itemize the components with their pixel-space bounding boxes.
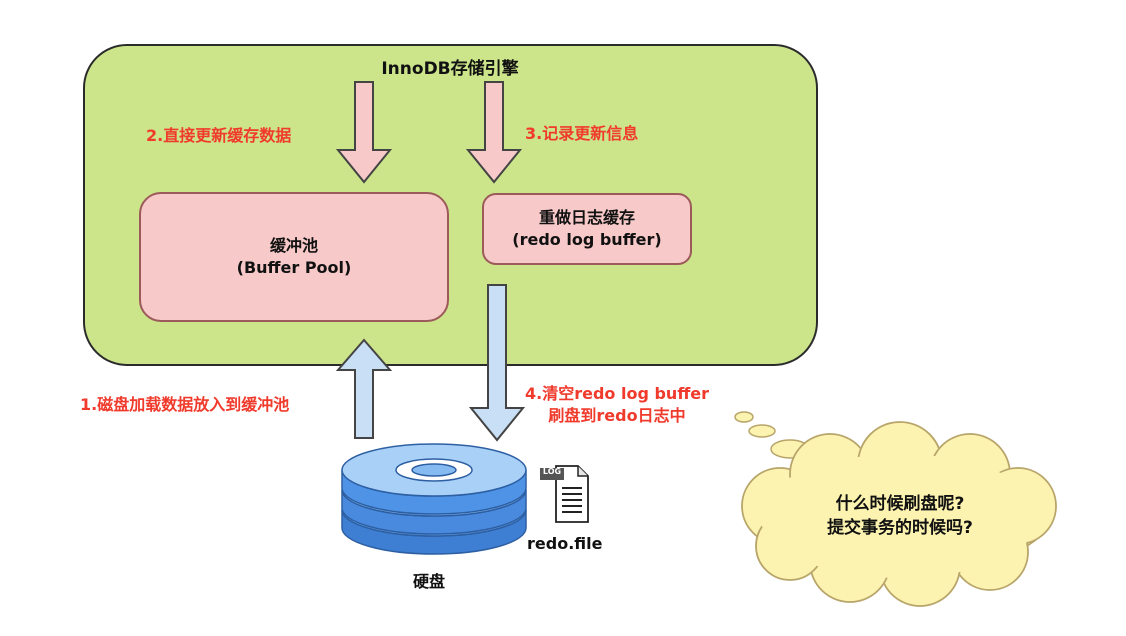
step4-label-line1: 4.清空redo log buffer	[525, 384, 710, 403]
step3-label: 3.记录更新信息	[525, 124, 639, 143]
log-file-icon	[540, 465, 589, 523]
thought-cloud-line2: 提交事务的时候吗?	[827, 517, 973, 538]
arrow-step1	[335, 338, 393, 439]
buffer-pool-name: 缓冲池	[269, 235, 318, 255]
arrow-step4	[468, 284, 526, 442]
step4-label-line2: 刷盘到redo日志中	[548, 405, 686, 425]
thought-cloud-text: 什么时候刷盘呢? 提交事务的时候吗?	[775, 493, 1025, 541]
redo-file-label: redo.file	[527, 534, 603, 553]
step2-label: 2.直接更新缓存数据	[146, 126, 292, 145]
disk-label: 硬盘	[413, 572, 446, 591]
step4-label: 4.清空redo log buffer 刷盘到redo日志中	[525, 383, 709, 426]
arrow-step2	[335, 81, 393, 184]
step1-label: 1.磁盘加载数据放入到缓冲池	[80, 395, 290, 414]
engine-title: InnoDB存储引擎	[381, 59, 519, 79]
arrow-step3	[465, 81, 523, 184]
disk-icon	[341, 443, 527, 555]
log-file-icon-text: LOG	[542, 467, 562, 476]
thought-cloud-line1: 什么时候刷盘呢?	[835, 494, 965, 514]
redo-buffer-name-en: (redo log buffer)	[512, 230, 662, 249]
redo-log-buffer-box: 重做日志缓存 (redo log buffer)	[482, 193, 692, 265]
buffer-pool-name-en: (Buffer Pool)	[236, 258, 352, 277]
redo-buffer-name: 重做日志缓存	[538, 207, 635, 227]
thought-bubbles	[734, 411, 810, 459]
buffer-pool-box: 缓冲池 (Buffer Pool)	[139, 192, 449, 322]
